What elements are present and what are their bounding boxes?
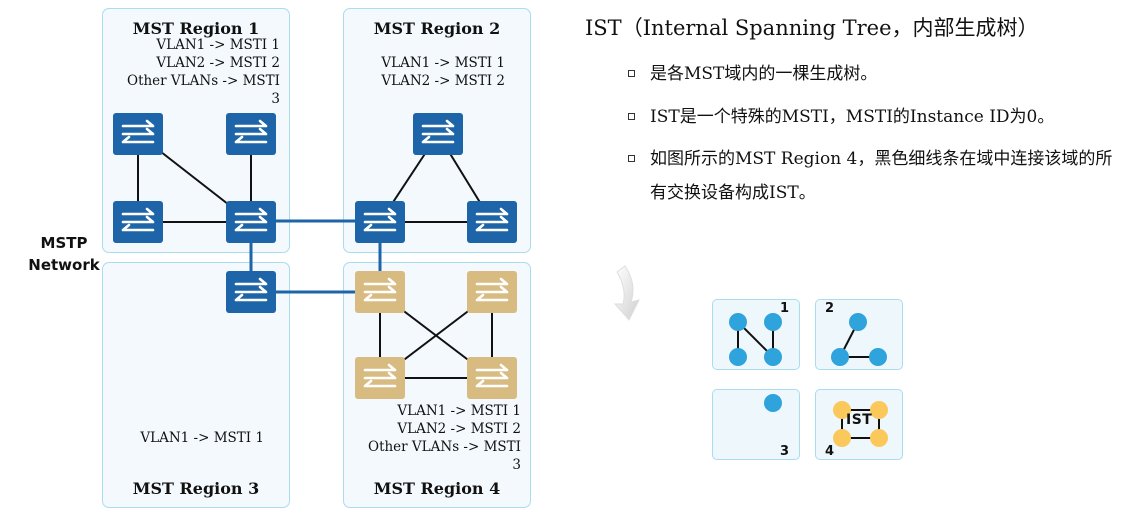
- switch-icon: [355, 357, 405, 399]
- switch-icon: [413, 113, 463, 155]
- ist-title: IST（Internal Spanning Tree，内部生成树）: [585, 16, 1039, 40]
- node-icon: [764, 313, 782, 331]
- curved-arrow-icon: [613, 265, 640, 321]
- ist-bullet-3-text: 如图所示的MST Region 4，黑色细线条在域中连接该域的所有交换设备构成I…: [650, 149, 1113, 203]
- region-1-title: MST Region 1: [132, 19, 260, 38]
- mini-region-3-number: 3: [780, 444, 790, 459]
- region-3-mapping: VLAN1 -> MSTI 1: [140, 430, 264, 446]
- switch-icon: [113, 113, 163, 155]
- node-icon: [764, 348, 782, 366]
- switch-icon: [226, 201, 276, 243]
- switch-icon: [467, 357, 517, 399]
- mini-region-4-graph: [833, 401, 888, 447]
- ist-bullet-1-text: 是各MST域内的一棵生成树。: [650, 64, 878, 84]
- mst-region-3: MST Region 3: [102, 262, 290, 508]
- switch-icon: [355, 271, 405, 313]
- bullet-square-icon: [628, 113, 635, 120]
- switch-icon: [467, 271, 517, 313]
- region-2-title: MST Region 2: [373, 19, 501, 38]
- node-icon: [729, 348, 747, 366]
- node-icon: [831, 348, 849, 366]
- region-4-mapping: VLAN1 -> MSTI 1 VLAN2 -> MSTI 2 Other VL…: [368, 403, 521, 473]
- switch-icon: [226, 113, 276, 155]
- node-icon: [833, 429, 851, 447]
- mini-region-1-number: 1: [780, 301, 790, 316]
- node-icon: [870, 401, 888, 419]
- mini-region-2-number: 2: [825, 301, 835, 316]
- node-icon: [869, 348, 887, 366]
- mini-region-1-graph: [729, 313, 782, 366]
- switch-icon: [467, 201, 517, 243]
- mini-region-3: 3: [712, 389, 800, 460]
- region-1-mapping: VLAN1 -> MSTI 1 VLAN2 -> MSTI 2 Other VL…: [127, 37, 280, 107]
- mini-region-3-graph: [764, 394, 782, 412]
- ist-label: IST: [846, 412, 873, 428]
- node-icon: [729, 313, 747, 331]
- network-label-line2: Network: [28, 256, 100, 274]
- ist-bullet-2-text: IST是一个特殊的MSTI，MSTI的Instance ID为0。: [650, 107, 1055, 127]
- switch-icon: [226, 271, 276, 313]
- bullet-square-icon: [628, 155, 635, 162]
- node-icon: [870, 429, 888, 447]
- mstp-network-label: MSTP Network: [18, 232, 110, 276]
- node-icon: [833, 401, 851, 419]
- mini-region-2: 2: [815, 299, 903, 370]
- bullet-square-icon: [628, 70, 635, 77]
- region-2-mapping: VLAN1 -> MSTI 1 VLAN2 -> MSTI 2: [381, 55, 505, 89]
- region-3-title: MST Region 3: [132, 479, 260, 498]
- node-icon: [764, 394, 782, 412]
- mini-region-4-number: 4: [825, 444, 835, 459]
- network-label-line1: MSTP: [40, 234, 88, 252]
- switch-icon: [113, 201, 163, 243]
- mini-region-4: IST 4: [815, 389, 903, 460]
- mini-region-1: 1: [712, 299, 800, 370]
- region-4-title: MST Region 4: [373, 479, 501, 498]
- node-icon: [849, 313, 867, 331]
- switch-icon: [355, 201, 405, 243]
- mini-region-2-graph: [831, 313, 887, 366]
